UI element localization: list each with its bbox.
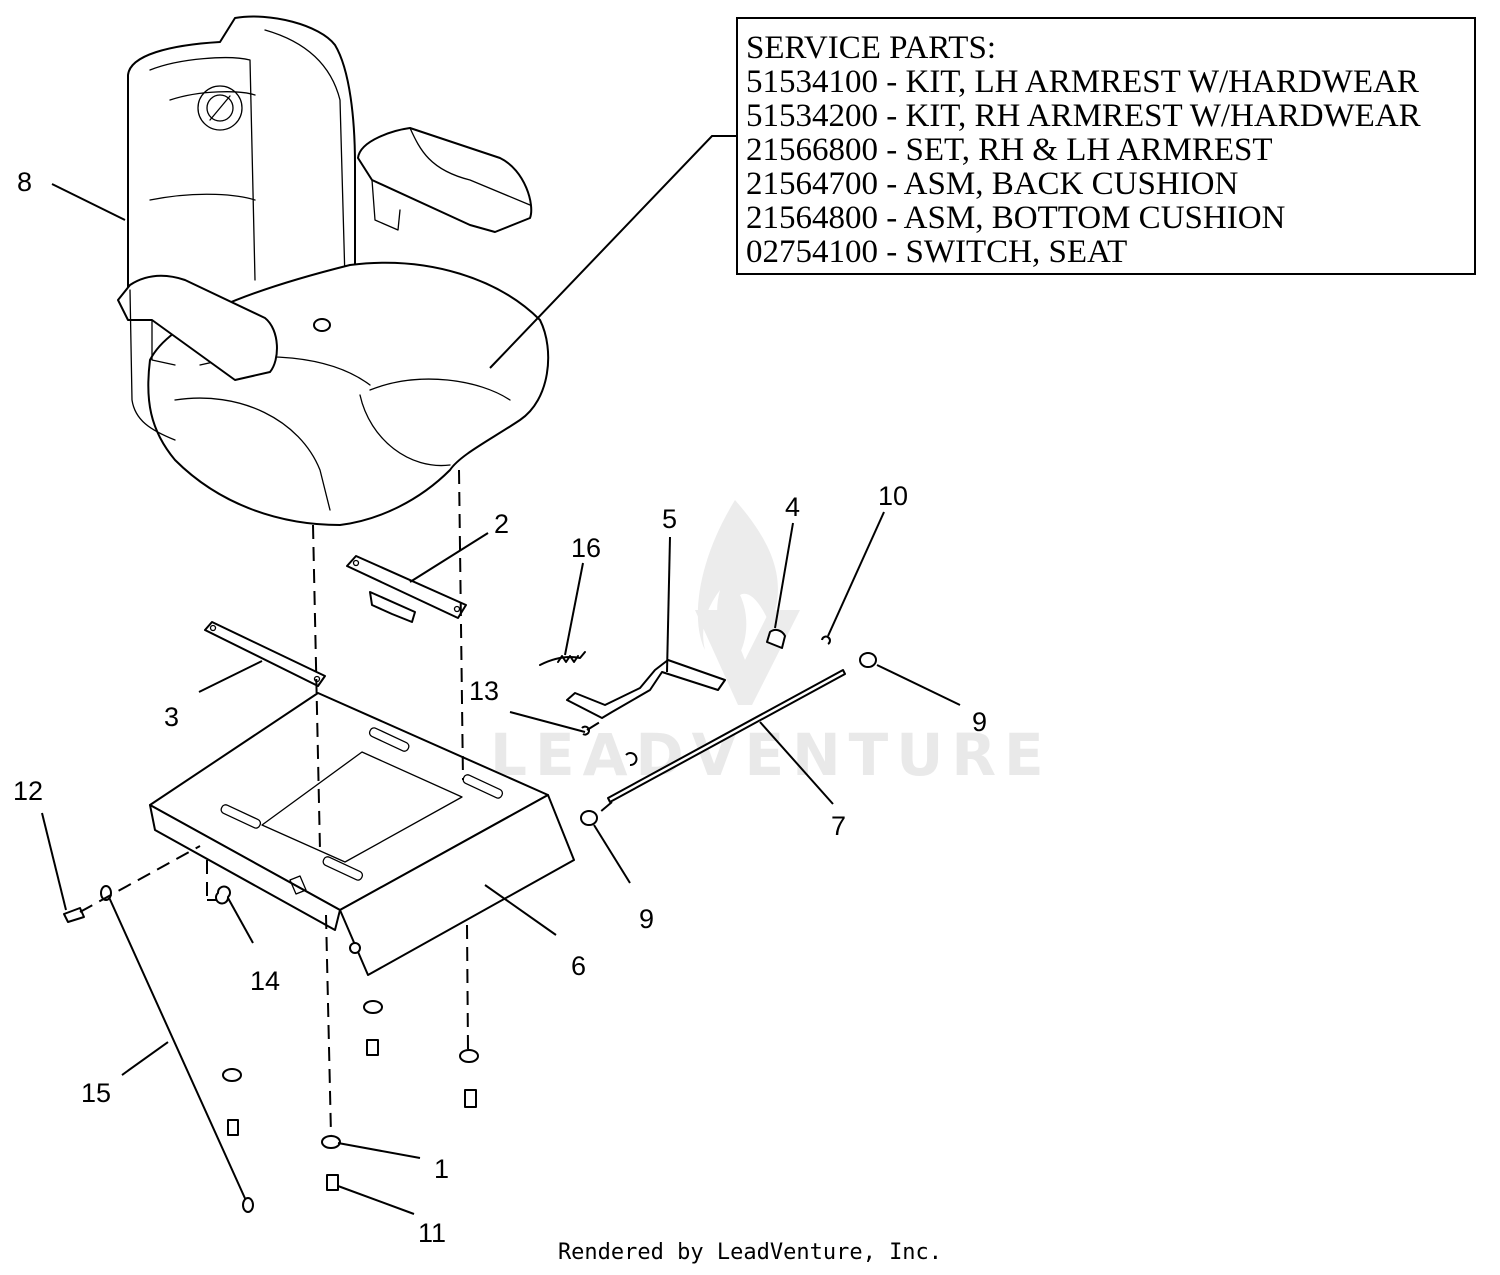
nut-part-14 [215, 885, 231, 905]
bushing-part-9-upper [859, 652, 877, 668]
bolt-part-11 [326, 1174, 339, 1191]
watermark-v-icon [695, 610, 800, 705]
callout-13: 13 [469, 676, 499, 706]
seat-logo-icon [197, 85, 243, 131]
callout-4: 4 [785, 492, 800, 522]
watermark-text: LEADVENTURE [490, 721, 1052, 789]
seat-assembly [117, 15, 550, 526]
seat-switch-knob [313, 318, 331, 332]
callout-3: 3 [164, 702, 179, 732]
washer-upper [363, 1000, 383, 1014]
assembly-dash-lines [79, 469, 613, 1136]
service-parts-box: SERVICE PARTS: 51534100 - KIT, LH ARMRES… [736, 17, 1476, 275]
seat-pan-front-face [339, 794, 575, 976]
callout-9-lower: 9 [639, 904, 654, 934]
seat-pan-opening [261, 751, 463, 863]
callout-14: 14 [250, 966, 280, 996]
service-parts-heading: SERVICE PARTS: [746, 30, 996, 66]
pivot-rod-part-7 [607, 669, 846, 803]
callout-9-upper: 9 [972, 707, 987, 737]
callout-15: 15 [81, 1078, 111, 1108]
service-part-line: 21566800 - SET, RH & LH ARMREST [746, 132, 1273, 168]
callout-numbers: 8 2 3 16 5 4 10 9 13 7 9 6 12 14 15 1 11 [13, 167, 987, 1248]
service-part-line: 02754100 - SWITCH, SEAT [746, 234, 1128, 270]
right-armrest [357, 127, 533, 233]
callout-6: 6 [571, 951, 586, 981]
left-armrest [117, 274, 278, 381]
service-part-line: 21564700 - ASM, BACK CUSHION [746, 166, 1239, 202]
washer-part-1 [321, 1135, 341, 1149]
bracket-part-2 [346, 555, 467, 619]
callout-12: 12 [13, 776, 43, 806]
cable-part-15 [107, 894, 249, 1206]
callout-5: 5 [662, 504, 677, 534]
callout-16: 16 [571, 533, 601, 563]
rendered-by-footer: Rendered by LeadVenture, Inc. [557, 1240, 943, 1265]
callout-10: 10 [878, 481, 908, 511]
seat-pan-side-lip [149, 804, 341, 931]
switch-part-4 [766, 628, 786, 649]
leader-lines [41, 135, 961, 1215]
callout-8: 8 [17, 167, 32, 197]
callout-1: 1 [434, 1154, 449, 1184]
service-part-line: 51534100 - KIT, LH ARMREST W/HARDWEAR [746, 64, 1419, 100]
switch-arm-part-5 [566, 659, 726, 719]
bolt-part-12 [63, 907, 85, 923]
callout-11: 11 [418, 1218, 446, 1248]
retainer-clip-part-10 [821, 635, 831, 645]
seat-mounting-pan [149, 692, 575, 976]
seat-back-cushion [127, 15, 356, 311]
washer-right [459, 1049, 479, 1063]
service-part-line: 51534200 - KIT, RH ARMREST W/HARDWEAR [746, 98, 1421, 134]
service-part-line: 21564800 - ASM, BOTTOM CUSHION [746, 200, 1286, 236]
washer-left [222, 1068, 242, 1082]
bushing-part-9-lower [580, 810, 598, 826]
bracket-part-3 [204, 621, 326, 687]
callout-2: 2 [494, 509, 509, 539]
callout-7: 7 [831, 811, 846, 841]
